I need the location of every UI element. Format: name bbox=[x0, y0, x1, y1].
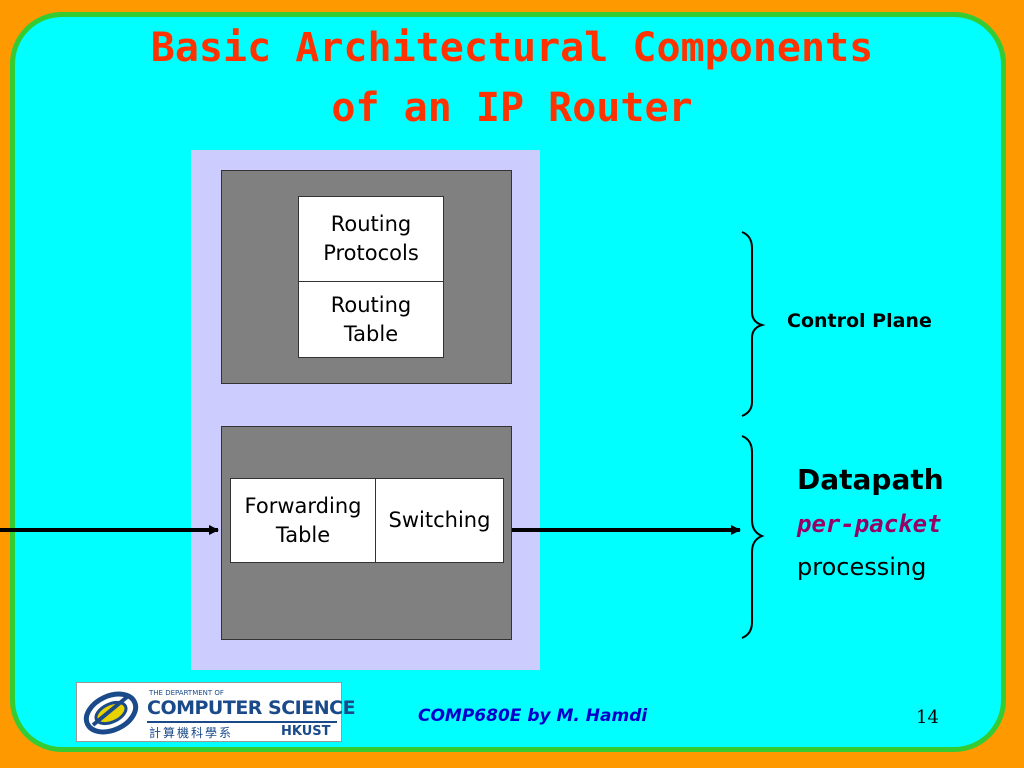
processing-label: processing bbox=[797, 553, 927, 581]
forwarding-table-line-1: Forwarding bbox=[244, 493, 362, 518]
logo-rule bbox=[147, 721, 337, 723]
datapath-brace bbox=[741, 435, 765, 639]
forwarding-table-line-2: Table bbox=[275, 522, 331, 547]
logo-emblem-icon bbox=[83, 691, 139, 735]
routing-table-line-1: Routing bbox=[330, 292, 412, 317]
switching-box: Switching bbox=[375, 478, 504, 563]
routing-protocols-line-2: Protocols bbox=[323, 241, 419, 265]
switching-label: Switching bbox=[388, 508, 491, 532]
page-number: 14 bbox=[916, 707, 939, 728]
logo-hkust: HKUST bbox=[281, 724, 331, 739]
slide-title: Basic Architectural Components of an IP … bbox=[0, 18, 1024, 138]
routing-protocols-line-1: Routing bbox=[330, 212, 412, 236]
title-line-2: of an IP Router bbox=[331, 85, 693, 131]
hkust-cs-logo: THE DEPARTMENT OF COMPUTER SCIENCE 計算機科學… bbox=[76, 682, 356, 742]
footer-credit: COMP680E by M. Hamdi bbox=[418, 706, 648, 726]
control-plane-label: Control Plane bbox=[787, 310, 932, 332]
control-plane-brace bbox=[741, 231, 766, 417]
per-packet-label: per-packet bbox=[797, 510, 942, 538]
routing-table-line-2: Table bbox=[343, 321, 399, 346]
logo-name: COMPUTER SCIENCE bbox=[147, 697, 356, 719]
datapath-label: Datapath bbox=[797, 463, 944, 496]
logo-dept-line: THE DEPARTMENT OF bbox=[149, 689, 224, 697]
logo-chinese: 計算機科學系 bbox=[149, 726, 234, 740]
title-line-1: Basic Architectural Components bbox=[150, 25, 874, 71]
